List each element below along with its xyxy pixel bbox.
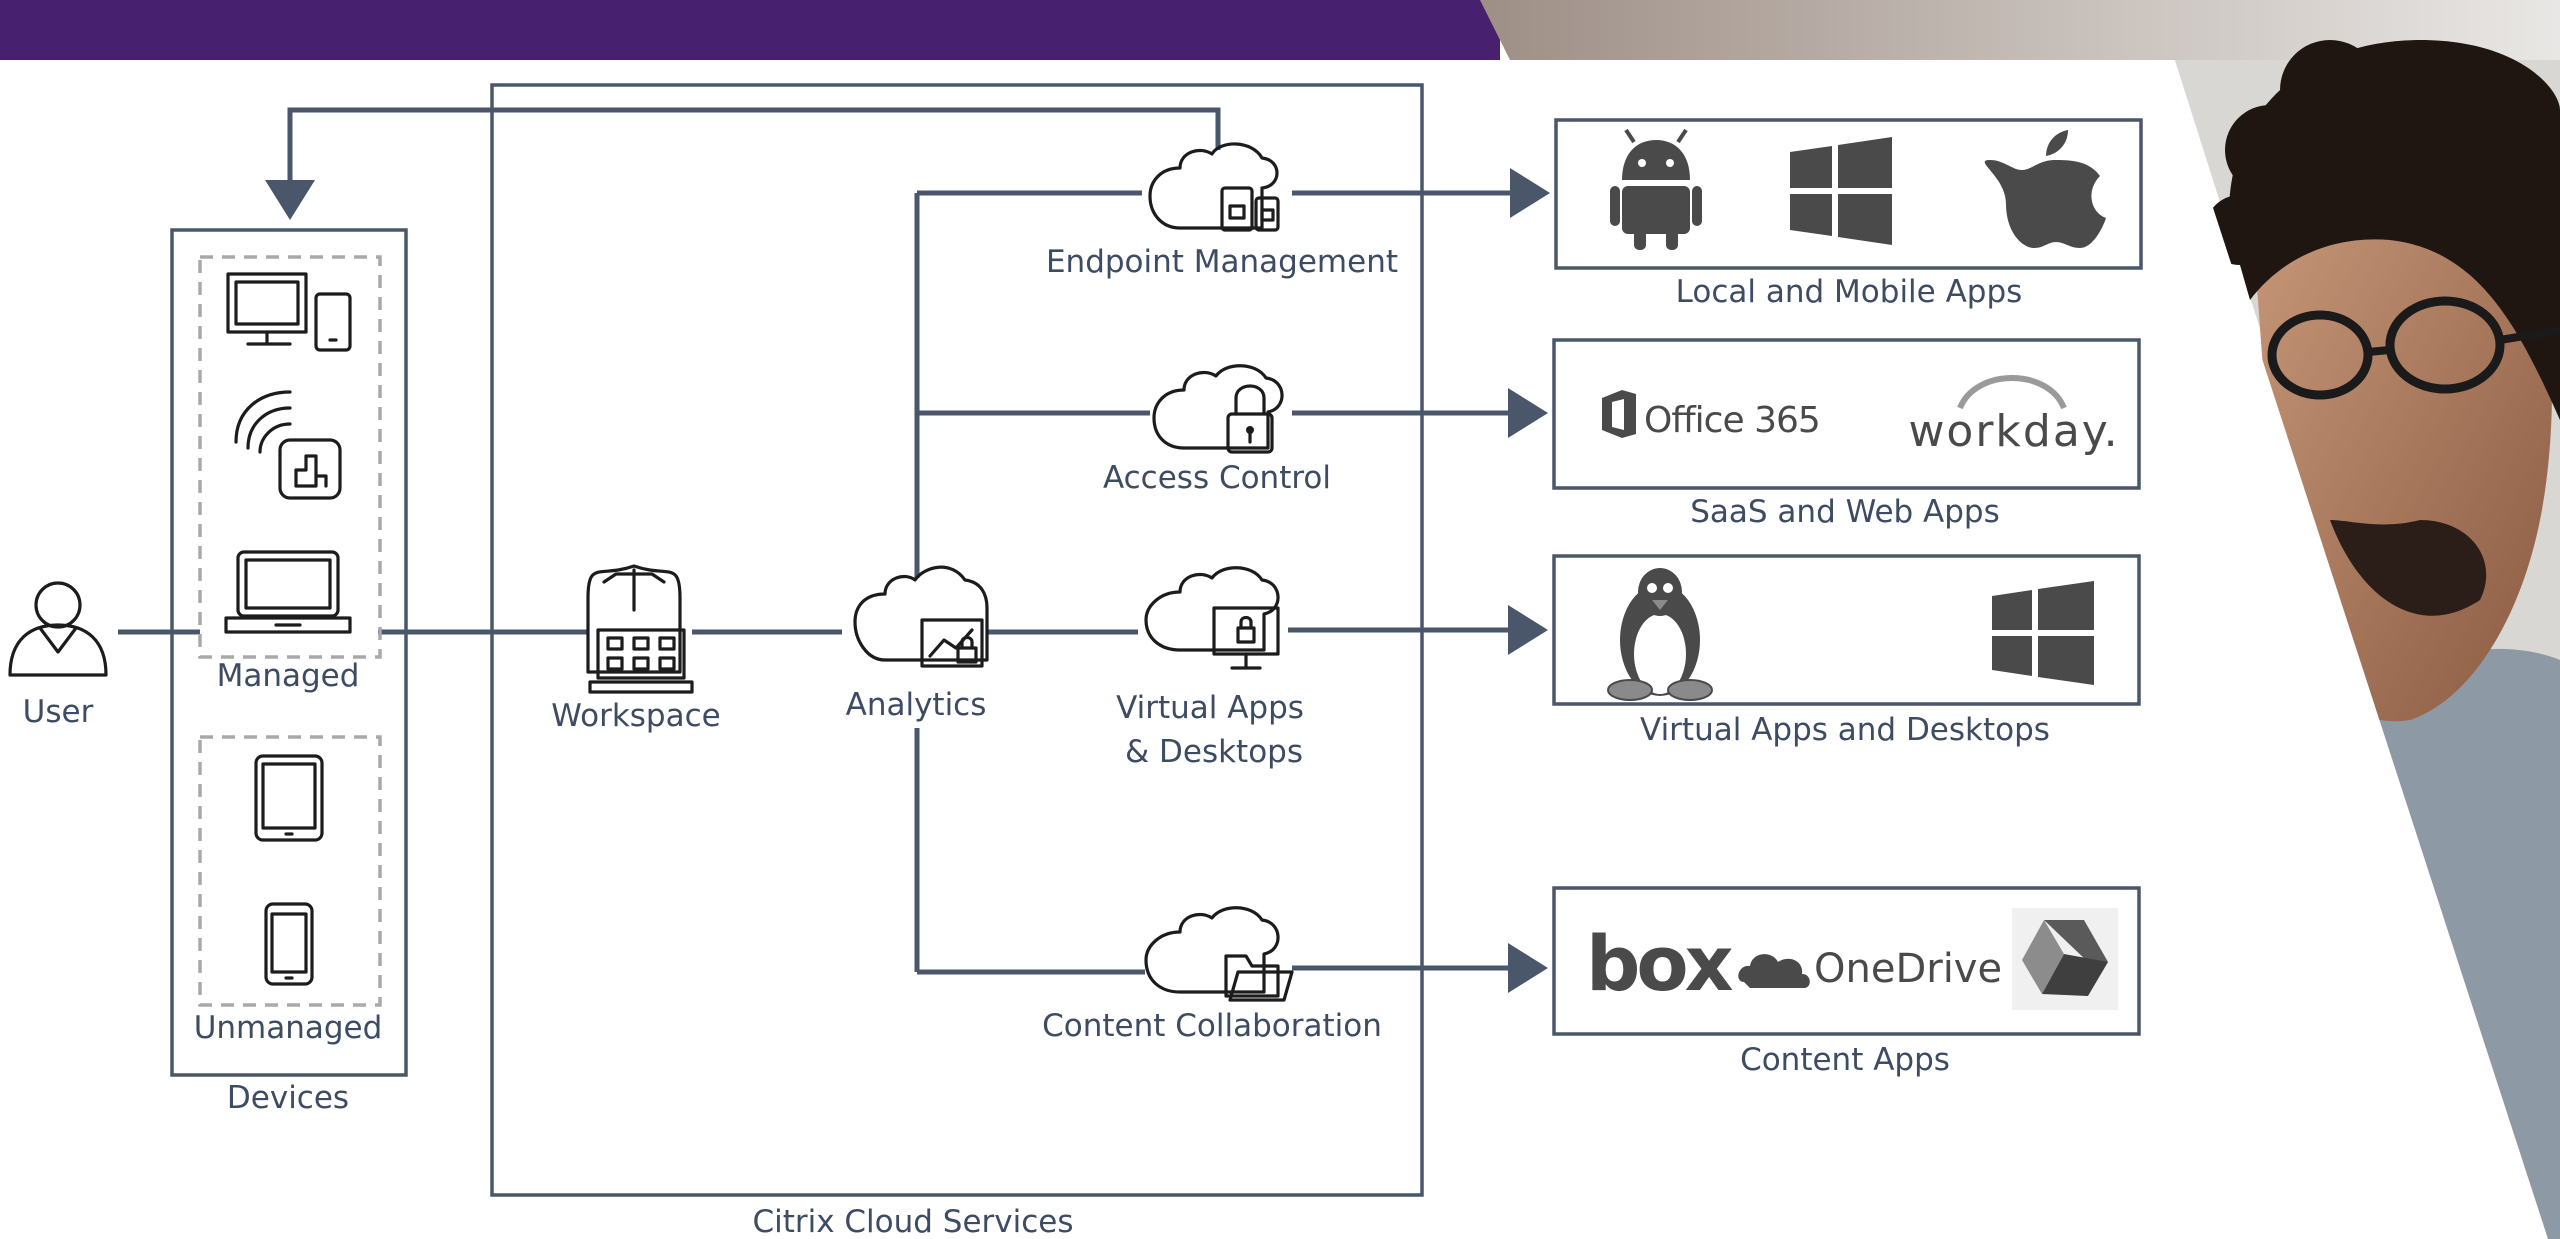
box-logo: box [1586,919,1733,1008]
access-cloud-lock-icon [1152,364,1284,454]
google-drive-icon [2012,908,2118,1010]
windows-desktop-icon [1992,581,2094,685]
header-banner [0,0,2560,60]
android-icon [1610,128,1702,250]
cloud-services-title: Citrix Cloud Services [752,1204,1073,1239]
office365-text: Office 365 [1644,400,1820,441]
workspace-node: Workspace [551,564,721,734]
office365-logo: Office 365 [1602,390,1821,441]
virtual-apps-node: Virtual Apps & Desktops [1116,566,1304,770]
white-panel [0,60,2548,1239]
access-label: Access Control [1103,460,1331,496]
tablet-icon [254,754,324,842]
virtual-label-line2: & Desktops [1125,734,1303,770]
workspace-label: Workspace [551,698,720,734]
unmanaged-label: Unmanaged [194,1010,383,1046]
analytics-node: Analytics [846,565,989,723]
content-label: Content Collaboration [1042,1008,1382,1044]
virtual-cloud-monitor-icon [1144,566,1280,670]
cloud-services-container [490,83,1424,1197]
devices-title: Devices [227,1080,349,1116]
user-node: User [8,581,108,730]
virtual-label-line1: Virtual Apps [1116,690,1304,726]
content-apps-label: Content Apps [1740,1042,1950,1078]
apple-icon [1984,130,2106,248]
saas-web-label: SaaS and Web Apps [1690,494,2000,530]
workspace-icon [586,564,694,694]
laptop-icon [224,550,352,634]
iot-device-icon [234,390,342,500]
linux-tux-icon [1607,568,1713,701]
workday-text: workday. [1908,406,2119,457]
connectors [118,107,1550,993]
local-mobile-apps-group: Local and Mobile Apps [1554,118,2143,310]
smartphone-icon [264,902,314,986]
access-control-node: Access Control [1103,364,1331,496]
managed-label: Managed [217,658,360,694]
desktop-computer-icon [226,272,352,352]
content-apps-group: box OneDrive Content Apps [1552,886,2141,1078]
workday-logo: workday. [1908,375,2119,457]
endpoint-management-node: Endpoint Management [1046,142,1398,280]
saas-web-apps-group: Office 365 workday. SaaS and Web Apps [1552,338,2141,530]
endpoint-cloud-icon [1148,142,1280,232]
windows-icon [1790,137,1892,245]
person-photo [1510,40,2560,1239]
onedrive-logo: OneDrive [1738,946,2002,992]
devices-group: Managed Unmanaged Devices [170,228,408,1116]
analytics-label: Analytics [846,687,987,723]
content-collaboration-node: Content Collaboration [1042,906,1382,1044]
endpoint-label: Endpoint Management [1046,244,1398,280]
analytics-cloud-icon [853,565,989,668]
user-label: User [23,694,94,730]
content-cloud-folder-icon [1144,906,1294,1002]
user-icon [8,581,108,677]
virtual-apps-group-label: Virtual Apps and Desktops [1640,712,2050,748]
onedrive-text: OneDrive [1814,946,2002,992]
virtual-apps-desktops-group: Virtual Apps and Desktops [1552,554,2141,748]
local-mobile-label: Local and Mobile Apps [1676,274,2023,310]
